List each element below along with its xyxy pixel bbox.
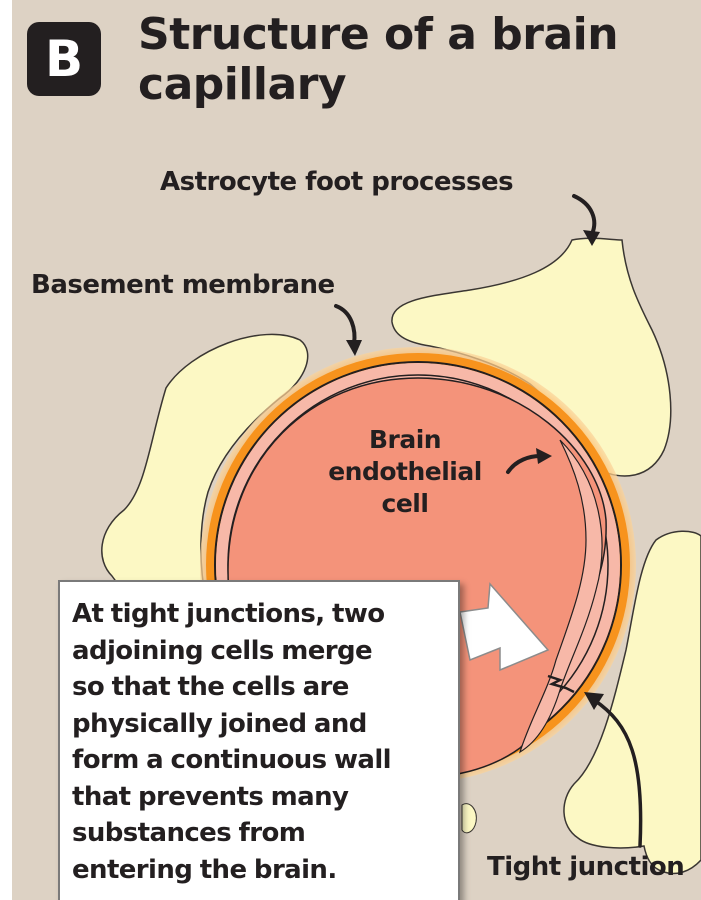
callout-line: that prevents many: [72, 779, 448, 816]
title-line: Structure of a brain: [138, 10, 658, 60]
endothelial-label-line: Brain: [305, 424, 505, 456]
callout-box: At tight junctions, two adjoining cells …: [58, 580, 460, 900]
endothelial-label-line: endothelial: [305, 456, 505, 488]
tight-junction-label: Tight junction: [487, 852, 684, 882]
endothelial-cell-label: Brain endothelial cell: [305, 424, 505, 520]
title-line: capillary: [138, 60, 658, 110]
callout-line: form a continuous wall: [72, 742, 448, 779]
basement-membrane-label: Basement membrane: [31, 270, 335, 300]
callout-text: At tight junctions, two adjoining cells …: [72, 596, 448, 888]
callout-line: so that the cells are: [72, 669, 448, 706]
figure-title: Structure of a brain capillary: [138, 10, 658, 110]
endothelial-label-line: cell: [305, 488, 505, 520]
callout-line: entering the brain.: [72, 852, 448, 889]
callout-line: At tight junctions, two: [72, 596, 448, 633]
callout-line: adjoining cells merge: [72, 633, 448, 670]
astrocyte-label: Astrocyte foot processes: [160, 167, 513, 197]
callout-line: physically joined and: [72, 706, 448, 743]
callout-line: substances from: [72, 815, 448, 852]
figure-badge: B: [27, 22, 101, 96]
